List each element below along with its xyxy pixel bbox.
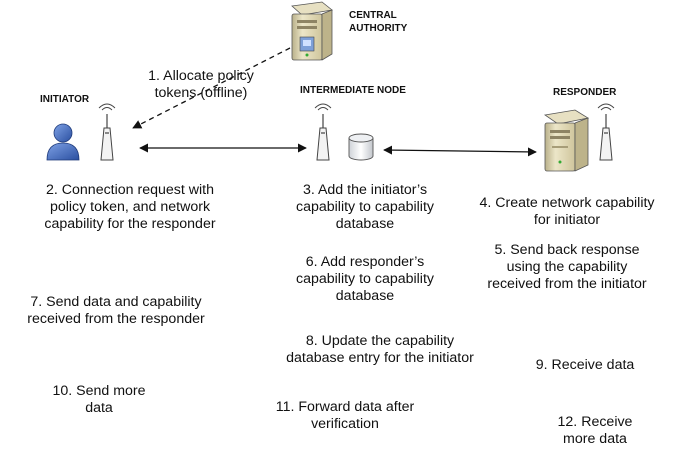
central-authority-server-icon xyxy=(291,1,333,61)
step-6-label: 6. Add responder’s capability to capabil… xyxy=(295,254,434,304)
initiator-user-icon xyxy=(46,123,80,161)
step-10-label: 10. Send more data xyxy=(52,383,146,416)
intermediate-node-label: INTERMEDIATE NODE xyxy=(300,85,406,96)
central-authority-label: CENTRAL AUTHORITY xyxy=(349,10,408,34)
responder-server-icon xyxy=(543,109,590,172)
step-7-label: 7. Send data and capability received fro… xyxy=(27,294,205,327)
initiator-wireless-antenna-icon xyxy=(98,103,116,161)
responder-wireless-antenna-icon xyxy=(597,103,615,161)
intermediate-node-wireless-antenna-icon xyxy=(314,103,332,161)
step-2-label: 2. Connection request with policy token,… xyxy=(44,182,216,232)
step-11-label: 11. Forward data after verification xyxy=(275,399,415,432)
responder-label: RESPONDER xyxy=(553,87,617,98)
step-3-label: 3. Add the initiator’s capability to cap… xyxy=(295,182,434,232)
offline-token-link xyxy=(132,47,291,129)
initiator-label: INITIATOR xyxy=(40,94,90,105)
step-5-label: 5. Send back response using the capabili… xyxy=(487,242,647,292)
step-9-label: 9. Receive data xyxy=(535,357,635,373)
step-12-label: 12. Receive more data xyxy=(557,414,633,447)
step-8-label: 8. Update the capability database entry … xyxy=(286,333,474,366)
step-1-label: 1. Allocate policy tokens (offline) xyxy=(148,68,254,101)
intermediate-responder-link xyxy=(383,145,537,157)
capability-database-icon xyxy=(348,133,374,161)
step-4-label: 4. Create network capability for initiat… xyxy=(479,195,655,228)
